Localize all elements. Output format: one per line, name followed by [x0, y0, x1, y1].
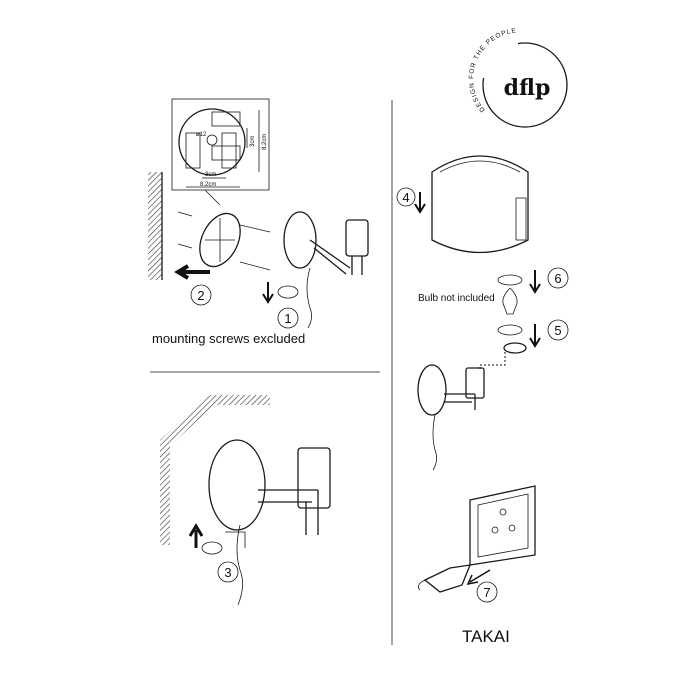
mounting-plate-dimensions: ø12 3cm 8.2cm 3cm 8.2cm	[171, 98, 270, 206]
outer-vertical-dim: 8.2cm	[262, 134, 268, 150]
step-6-label: 6	[554, 271, 561, 286]
shade-step: 4	[396, 155, 529, 254]
step-5-label: 5	[554, 323, 561, 338]
step-1-label: 1	[284, 311, 291, 326]
step-3-label: 3	[224, 565, 231, 580]
outer-horizontal-dim: 8.2cm	[200, 182, 216, 188]
step-7-label: 7	[483, 585, 490, 600]
fixture-attach-step: 3	[160, 395, 331, 606]
bulb-ring-step: 6 Bulb not included 5	[417, 267, 569, 471]
step-2-label: 2	[197, 288, 204, 303]
brand-logo: dflp DESIGN FOR THE PEOPLE	[468, 27, 568, 128]
screws-note: mounting screws excluded	[152, 331, 305, 346]
bulb-note: Bulb not included	[418, 293, 495, 304]
product-name: TAKAI	[462, 627, 510, 646]
inner-horizontal-dim: 3cm	[205, 172, 216, 178]
inner-vertical-dim: 3cm	[250, 136, 256, 147]
hole-diameter-label: ø12	[196, 132, 207, 138]
step-4-label: 4	[402, 190, 409, 205]
logo-mark: dflp	[504, 75, 551, 101]
wall-mounting-step: 1 2 mounting screws excluded	[148, 172, 369, 346]
plug-in-step: 7	[417, 485, 536, 603]
